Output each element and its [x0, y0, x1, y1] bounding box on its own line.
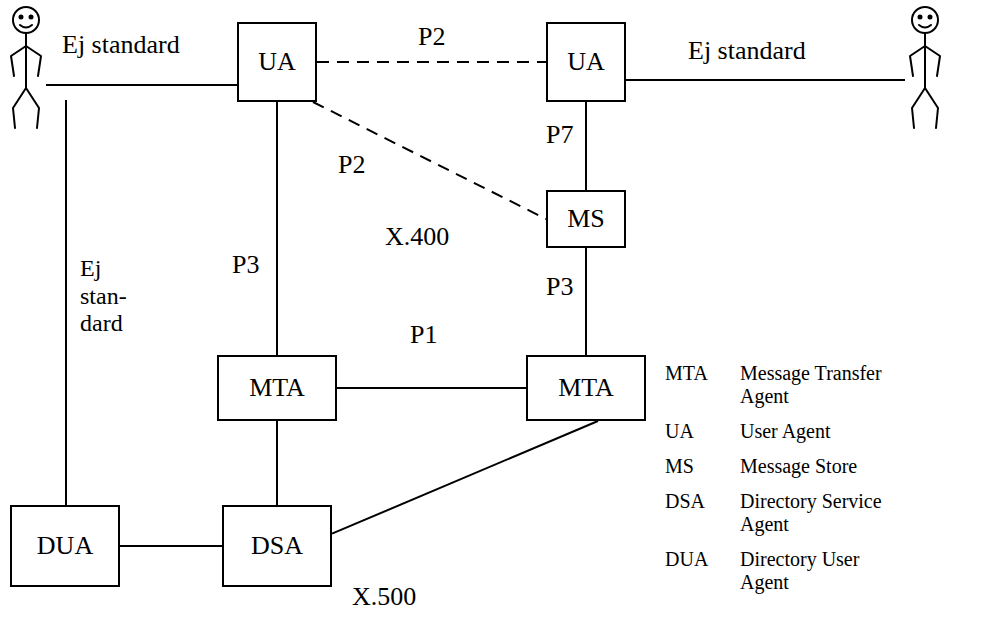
user-link-line — [65, 100, 67, 505]
figure-mouth — [20, 25, 32, 28]
interface-label: Ej standard — [62, 30, 180, 60]
directory-service-box: DSA — [222, 505, 332, 587]
abbreviation: DSA — [665, 490, 705, 513]
protocol-label: P7 — [546, 120, 573, 150]
user-agent-box: UA — [237, 22, 317, 102]
abbreviation-meaning: User Agent — [740, 420, 910, 443]
protocol-label: P2 — [338, 150, 365, 180]
figure-head — [912, 7, 938, 33]
abbreviation: DUA — [665, 548, 708, 571]
figure-eye — [20, 16, 23, 19]
abbreviation-meaning: Message Transfer Agent — [740, 362, 910, 408]
figure-leg — [13, 88, 26, 128]
figure-arm — [11, 46, 26, 76]
message-store-box: MS — [546, 190, 626, 248]
node-text: MTA — [249, 373, 305, 403]
figure-arm — [925, 46, 940, 76]
user-link-line — [46, 84, 237, 86]
figure-eye — [929, 16, 932, 19]
node-text: MTA — [558, 373, 614, 403]
figure-arm — [26, 46, 41, 76]
abbreviation: MS — [665, 455, 694, 478]
connector-line — [332, 421, 598, 534]
figure-eye — [919, 16, 922, 19]
abbreviation: MTA — [665, 362, 708, 385]
connector-line — [276, 421, 278, 505]
figure-head — [13, 7, 39, 33]
connector-line — [120, 545, 222, 547]
figure-arm — [910, 46, 925, 76]
connector-line — [585, 102, 587, 190]
stick-figure — [11, 7, 41, 128]
protocol-label: P3 — [546, 272, 573, 302]
figure-leg — [925, 88, 938, 128]
abbreviation-meaning: Directory Service Agent — [740, 490, 910, 536]
transfer-agent-box: MTA — [526, 355, 646, 421]
abbreviation-meaning: Message Store — [740, 455, 910, 478]
user-agent-box: UA — [546, 22, 626, 102]
node-text: UA — [567, 47, 605, 77]
interface-label: Ej standard — [688, 36, 806, 66]
protocol-label: P3 — [232, 250, 259, 280]
figure-mouth — [919, 25, 931, 28]
connector-line — [585, 248, 587, 355]
node-text: DSA — [251, 531, 303, 561]
directory-user-box: DUA — [10, 505, 120, 587]
connector-line — [276, 102, 278, 355]
protocol-label: P1 — [410, 320, 437, 350]
interface-label: Ej stan- dard — [80, 255, 127, 338]
standard-label: X.400 — [385, 222, 449, 252]
protocol-label: P2 — [418, 22, 445, 52]
user-link-line — [626, 79, 905, 81]
connector-line — [337, 387, 526, 389]
dashed-connector — [313, 102, 546, 219]
stick-figure — [910, 7, 940, 128]
transfer-agent-box: MTA — [217, 355, 337, 421]
dashed-connector — [317, 61, 546, 63]
node-text: UA — [258, 47, 296, 77]
figure-leg — [912, 88, 925, 128]
abbreviation-meaning: Directory User Agent — [740, 548, 910, 594]
figure-eye — [30, 16, 33, 19]
figure-body — [25, 33, 27, 88]
abbreviation: UA — [665, 420, 694, 443]
standard-label: X.500 — [352, 582, 416, 612]
node-text: DUA — [37, 531, 93, 561]
node-text: MS — [567, 204, 605, 234]
figure-body — [924, 33, 926, 88]
figure-leg — [26, 88, 39, 128]
